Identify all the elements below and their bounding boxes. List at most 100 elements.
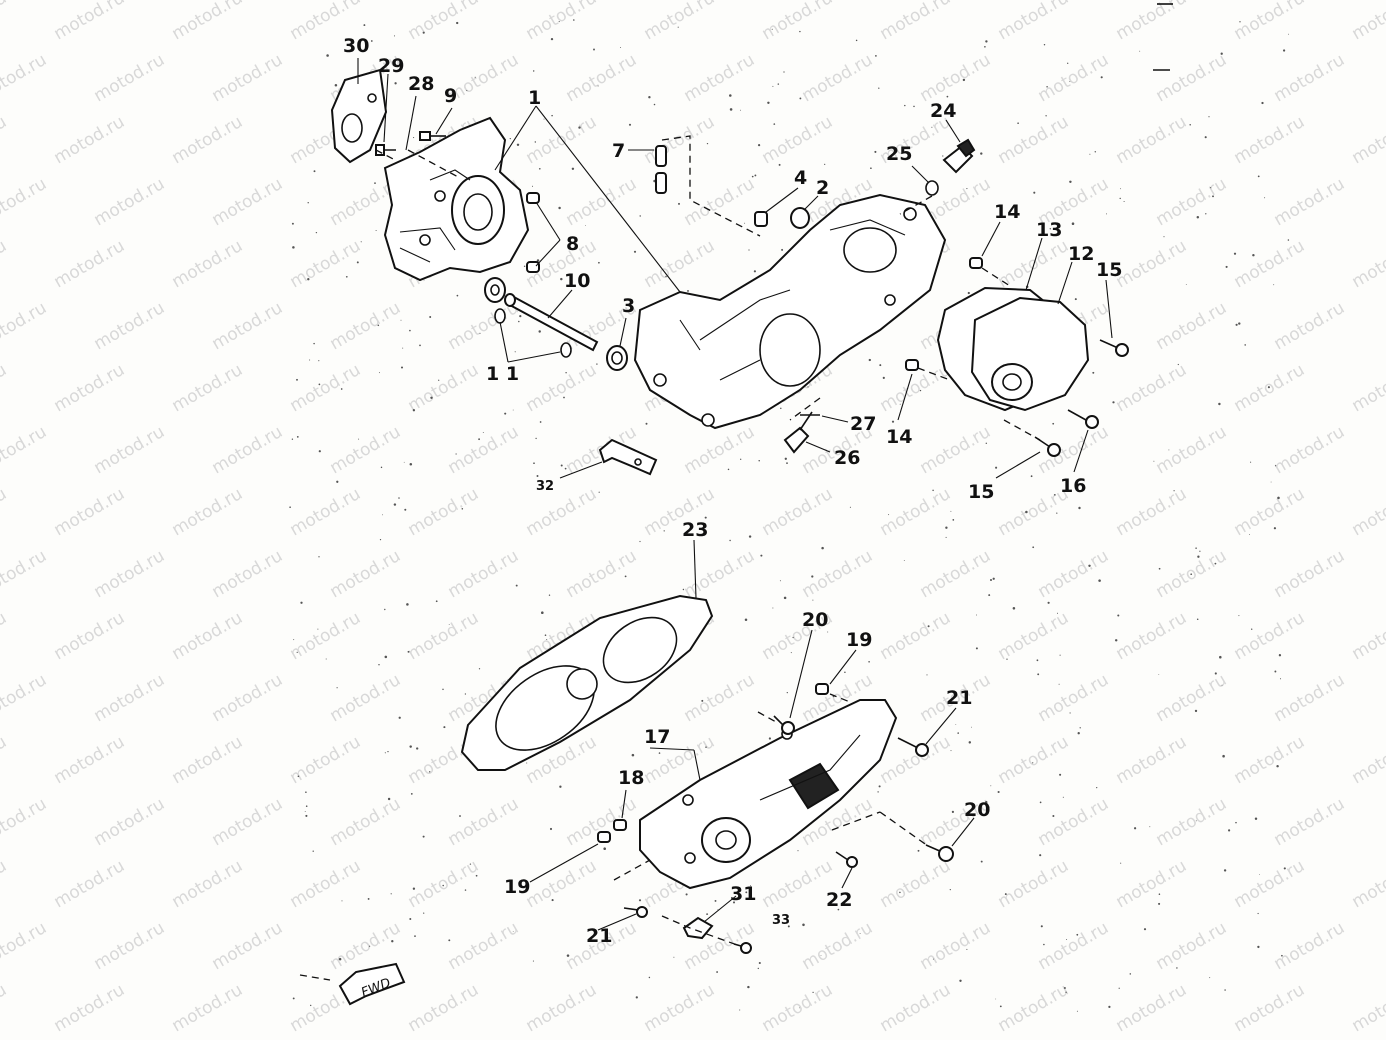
scan-speck xyxy=(1052,814,1055,818)
scan-speck xyxy=(413,137,415,139)
watermark-text: motod.ru xyxy=(91,422,169,478)
part-label-14: 14 xyxy=(886,426,912,448)
part-label-20: 20 xyxy=(802,609,828,631)
scan-speck xyxy=(1158,902,1161,905)
scan-speck xyxy=(442,688,444,691)
scan-speck xyxy=(951,810,955,814)
part-22-bolt xyxy=(835,851,858,868)
scan-speck xyxy=(1012,607,1016,610)
scan-speck xyxy=(1032,546,1035,549)
watermark-text: motod.ru xyxy=(523,980,601,1036)
scan-speck xyxy=(784,457,787,460)
scan-speck xyxy=(597,85,599,87)
scan-speck xyxy=(802,923,805,927)
scan-speck xyxy=(404,508,407,511)
scan-speck xyxy=(558,21,560,23)
scan-speck xyxy=(1039,801,1042,804)
scan-speck xyxy=(1047,601,1050,604)
scan-speck xyxy=(778,163,781,166)
scan-speck xyxy=(1239,21,1241,23)
scan-speck xyxy=(438,379,440,381)
scan-speck xyxy=(551,899,554,902)
watermark-text: motod.ru xyxy=(169,112,247,168)
scan-speck xyxy=(1069,81,1071,83)
watermark-text: motod.ru xyxy=(1349,732,1386,788)
watermark-text: motod.ru xyxy=(877,0,955,44)
watermark-text: motod.ru xyxy=(209,918,287,974)
scan-speck xyxy=(307,278,310,281)
watermark-text: motod.ru xyxy=(759,0,837,44)
part-7-pins xyxy=(655,145,667,194)
watermark-text: motod.ru xyxy=(1231,732,1309,788)
scan-speck xyxy=(509,137,511,140)
scan-speck xyxy=(442,884,444,887)
scan-speck xyxy=(768,737,772,740)
scan-speck xyxy=(995,466,998,469)
scan-speck xyxy=(1214,672,1217,675)
scan-speck xyxy=(1168,449,1170,451)
watermark-text: motod.ru xyxy=(1113,856,1191,912)
scan-speck xyxy=(1040,925,1043,928)
watermark-text: motod.ru xyxy=(209,794,287,850)
scan-speck xyxy=(1257,175,1260,178)
part-label-1: 1 xyxy=(528,87,541,109)
watermark-text: motod.ru xyxy=(681,174,759,230)
scan-speck xyxy=(1120,188,1122,190)
part-label-11: 1 1 xyxy=(486,363,519,385)
part-label-19: 19 xyxy=(846,629,872,651)
watermark-text: motod.ru xyxy=(405,980,483,1036)
scan-speck xyxy=(1139,50,1141,52)
scan-speck xyxy=(729,108,733,111)
watermark-text: motod.ru xyxy=(1113,732,1191,788)
scan-speck xyxy=(837,908,840,911)
scan-speck xyxy=(798,1007,800,1009)
scan-speck xyxy=(855,39,858,42)
scan-speck xyxy=(398,716,401,719)
scan-speck xyxy=(1189,124,1191,126)
scan-speck xyxy=(760,554,763,557)
part-label-8: 8 xyxy=(566,233,579,255)
scan-speck xyxy=(787,925,790,928)
scan-speck xyxy=(478,668,481,670)
watermark-text: motod.ru xyxy=(51,484,129,540)
scan-speck xyxy=(980,152,983,155)
scan-speck xyxy=(772,607,774,609)
scan-speck xyxy=(985,442,988,445)
scan-speck xyxy=(296,436,299,438)
scan-speck xyxy=(685,893,688,896)
scan-speck xyxy=(1221,684,1223,686)
scan-speck xyxy=(549,827,553,831)
assembly-lines xyxy=(299,135,1041,981)
watermark-text: motod.ru xyxy=(995,608,1073,664)
part-33-screw xyxy=(733,942,752,954)
scan-speck xyxy=(950,510,952,512)
scan-speck xyxy=(997,790,1000,794)
part-16-bolt xyxy=(1067,409,1099,429)
scan-speck xyxy=(387,750,389,753)
scan-speck xyxy=(971,726,973,728)
scan-speck xyxy=(1039,854,1042,857)
scan-speck xyxy=(868,358,871,362)
scan-speck xyxy=(870,167,872,170)
part-label-27: 27 xyxy=(850,413,876,435)
watermark-text: motod.ru xyxy=(563,50,641,106)
scan-speck xyxy=(985,800,988,804)
watermark-text: motod.ru xyxy=(523,360,601,416)
scan-speck xyxy=(1281,954,1283,957)
watermark-text: motod.ru xyxy=(1153,670,1231,726)
scan-speck xyxy=(648,976,651,979)
scan-speck xyxy=(560,277,563,281)
scan-speck xyxy=(1257,912,1259,915)
watermark-text: motod.ru xyxy=(169,484,247,540)
scan-speck xyxy=(313,342,315,345)
scan-speck xyxy=(992,577,995,580)
watermark-text: motod.ru xyxy=(0,546,50,602)
watermark-text: motod.ru xyxy=(1349,360,1386,416)
scan-speck xyxy=(1117,614,1120,617)
watermark-text: motod.ru xyxy=(1271,422,1349,478)
watermark-text: motod.ru xyxy=(1035,670,1113,726)
scan-speck xyxy=(1220,52,1223,55)
scan-speck xyxy=(377,324,380,327)
scan-speck xyxy=(1053,493,1056,496)
scan-speck xyxy=(1218,402,1221,406)
